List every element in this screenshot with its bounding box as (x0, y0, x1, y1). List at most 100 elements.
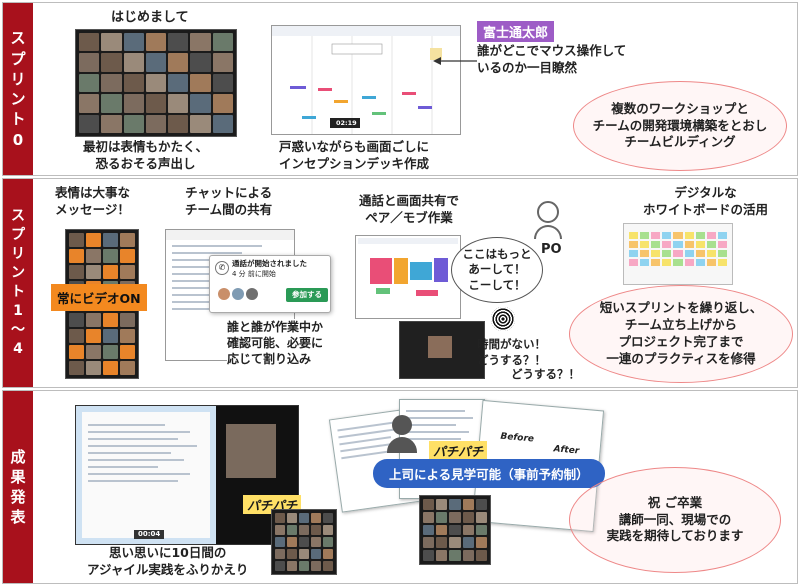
video-tile (449, 524, 461, 536)
video-tile (311, 513, 321, 523)
video-tile (311, 561, 321, 571)
video-tile (436, 550, 448, 561)
video-tile (423, 524, 435, 536)
sticky-note (629, 241, 639, 248)
video-tile (190, 94, 211, 113)
video-tile (436, 537, 448, 549)
po-label: PO (541, 242, 562, 257)
video-tile (103, 361, 118, 375)
sticky-note (629, 250, 639, 257)
video-tile (423, 499, 435, 510)
sticky-note (717, 250, 727, 257)
video-tile (103, 249, 118, 263)
join-button[interactable]: 参加する (286, 288, 328, 303)
video-tile (323, 561, 333, 571)
sticky-note (695, 241, 705, 248)
zoom-gallery-photo-3 (271, 509, 337, 575)
video-tile (462, 511, 474, 523)
video-tile (287, 537, 297, 547)
sticky-note (640, 259, 650, 266)
video-tile (311, 525, 321, 535)
video-tile (86, 313, 101, 327)
board-sketch (272, 26, 460, 134)
scribble-icon (491, 307, 515, 331)
video-tile (101, 94, 122, 113)
sticky-note (695, 259, 705, 266)
participant-avatars (218, 288, 258, 300)
sticky-note (684, 259, 694, 266)
sticky-note (651, 232, 661, 239)
video-tile (436, 499, 448, 510)
video-tile (212, 73, 233, 93)
video-tile (299, 525, 309, 535)
video-tile (275, 549, 285, 559)
worry-text-1: 時間がない！ どうする？！ (477, 337, 546, 367)
video-tile (123, 53, 144, 72)
user-name-badge: 富士通太郎 (477, 21, 555, 42)
video-tile (120, 233, 135, 247)
video-tile (120, 329, 135, 343)
sticky-note (629, 232, 639, 239)
sticky-note (717, 232, 727, 239)
video-tile (101, 114, 122, 133)
video-tile (449, 550, 461, 561)
sticky-note (629, 259, 639, 266)
po-speech-bubble: ここはもっと あーして！ こーして！ (451, 237, 543, 303)
video-tile (311, 537, 321, 547)
title-expression: 表情は大事な メッセージ！ (55, 185, 131, 217)
sticky-note (695, 250, 705, 257)
video-tile (103, 345, 118, 359)
doc-after-label: After (553, 444, 580, 457)
mouse-visibility-note: 誰がどこでマウス操作して いるのか一目瞭然 (477, 43, 627, 75)
video-tile (462, 550, 474, 561)
video-tile (287, 561, 297, 571)
video-tile (120, 345, 135, 359)
video-call-screenshot (399, 321, 485, 379)
video-tile (168, 53, 189, 72)
video-tile (103, 329, 118, 343)
sticky-note (651, 259, 661, 266)
sticky-note (640, 241, 650, 248)
video-tile (69, 265, 84, 279)
doc-before-label: Before (499, 431, 535, 445)
video-tile (103, 233, 118, 247)
video-tile (275, 525, 285, 535)
video-tile (423, 511, 435, 523)
video-tile (101, 73, 122, 93)
video-tile (212, 53, 233, 72)
video-tile (299, 513, 309, 523)
video-tile (103, 265, 118, 279)
video-tile (436, 511, 448, 523)
call-time-text: 4 分 前に開始 (232, 270, 276, 278)
video-tile (323, 525, 333, 535)
sticky-note (684, 241, 694, 248)
video-tile (145, 33, 167, 52)
video-tile (145, 114, 167, 133)
pointer-arrow (433, 57, 477, 65)
sticky-note (706, 241, 716, 248)
phone-icon: ✆ (215, 261, 229, 275)
chat-note: 誰と誰が作業中か 確認可能、必要に 応じて割り込み (227, 319, 324, 368)
video-tile (120, 313, 135, 327)
results-tab: 成果発表 (3, 391, 33, 583)
results-summary-oval: 祝 ご卒業 講師一同、現場での 実践を期待しております (569, 467, 781, 573)
video-tile (79, 114, 100, 133)
video-tile (123, 114, 144, 133)
video-on-badge: 常にビデオON (51, 284, 147, 311)
video-tile (475, 524, 487, 536)
slide-timer: 00:04 (134, 530, 165, 540)
video-tile (475, 511, 487, 523)
clap-burst-2: パチパチ (429, 441, 488, 460)
video-tile (86, 265, 101, 279)
video-tile (168, 94, 189, 113)
sprint0-caption-1: 最初は表情もかたく、 恐るおそる声出し (83, 139, 209, 171)
video-tile (299, 537, 309, 547)
video-tile (287, 525, 297, 535)
sticky-note (695, 232, 705, 239)
video-tile (79, 33, 100, 52)
manager-person-icon (387, 415, 417, 455)
sticky-note (684, 232, 694, 239)
video-tile (275, 513, 285, 523)
sticky-note (684, 250, 694, 257)
